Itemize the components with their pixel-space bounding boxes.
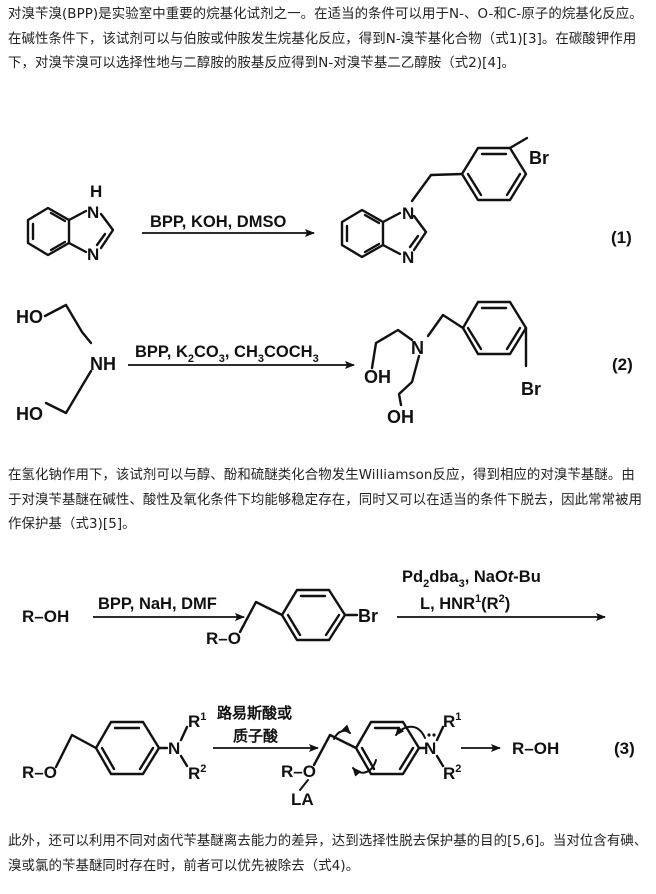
atom-n-amine: N [168, 739, 180, 758]
atom-r1-b: R1 [443, 711, 461, 731]
aminobenzyl-ether-structure: R–O N R1 R2 [22, 711, 206, 783]
paragraph-intro: 对溴苄溴(BPP)是实验室中重要的烷基化试剂之一。在适当的条件可以用于N-、O-… [8, 7, 643, 71]
atom-ho-bottom: HO [16, 404, 43, 424]
atom-br-3: Br [358, 606, 378, 626]
lone-pair-dot [432, 733, 436, 737]
atom-br-2: Br [521, 379, 541, 399]
n-bromobenzyl-benzimidazole-structure: N N Br [340, 136, 549, 267]
atom-r-o-3: R–O [281, 762, 316, 781]
atom-oh-left: OH [364, 367, 391, 387]
scheme3-reagents-2: Pd2dba3, NaOt-Bu [402, 568, 541, 590]
atom-nh: NH [90, 354, 116, 374]
atom-r2-b: R2 [443, 763, 461, 783]
equation-label-1: (1) [611, 228, 632, 247]
equation-label-3: (3) [614, 739, 635, 758]
atom-ho-top: HO [16, 307, 43, 327]
paragraph-williamson: 在氢化钠作用下，该试剂可以与醇、酚和硫醚类化合物发生Williamson反应，得… [8, 468, 643, 532]
atom-n-ring: N [402, 248, 414, 267]
atom-n-benzyl: N [402, 204, 414, 223]
scheme3-reagents-3: L, HNR1(R2) [420, 593, 510, 613]
atom-r2: R2 [188, 763, 206, 783]
scheme-3: R–OH BPP, NaH, DMF R–O Br Pd2dba3, NaOt-… [22, 568, 635, 809]
diethanolamine-structure: HO NH HO [16, 303, 116, 424]
atom-n-imine: N [87, 245, 99, 264]
atom-r1: R1 [188, 711, 206, 731]
atom-r-oh-2: R–OH [512, 739, 559, 758]
atom-r-o-2: R–O [22, 763, 57, 782]
atom-br: Br [529, 148, 549, 168]
atom-n-product: N [411, 338, 424, 358]
atom-h: H [90, 182, 102, 201]
paragraph-selective-deprotection: 此外，还可以利用不同对卤代苄基醚离去能力的差异，达到选择性脱去保护基的目的[5,… [8, 834, 648, 874]
atom-oh-bottom: OH [387, 407, 414, 427]
scheme3-acid-line2: 质子酸 [233, 727, 279, 745]
scheme2-reagents: BPP, K2CO3, CH3COCH3 [135, 343, 319, 365]
atom-n-amine-2: N [424, 739, 436, 758]
atom-n-nh: N [87, 203, 99, 222]
bromobenzyl-ether-structure: R–O Br [206, 588, 378, 648]
scheme3-reagents-1: BPP, NaH, DMF [98, 595, 217, 613]
scheme-1: N H N BPP, KOH, DMSO N N Br (1) [26, 136, 632, 267]
benzimidazole-structure: N H N [26, 182, 115, 264]
atom-la: LA [291, 790, 314, 809]
scheme1-reagents: BPP, KOH, DMSO [150, 213, 286, 231]
atom-r-o: R–O [206, 629, 241, 648]
scheme-2: HO NH HO BPP, K2CO3, CH3COCH3 OH N OH Br… [16, 300, 633, 427]
scheme3-acid-line1: 路易斯酸或 [217, 704, 292, 722]
acid-activated-intermediate-structure: R–O N R1 R2 LA [281, 711, 461, 809]
atom-r-oh: R–OH [22, 607, 69, 626]
equation-label-2: (2) [612, 355, 633, 374]
n-bromobenzyl-diethanolamine-structure: OH N OH Br [364, 300, 541, 427]
lone-pair-dot [427, 733, 431, 737]
